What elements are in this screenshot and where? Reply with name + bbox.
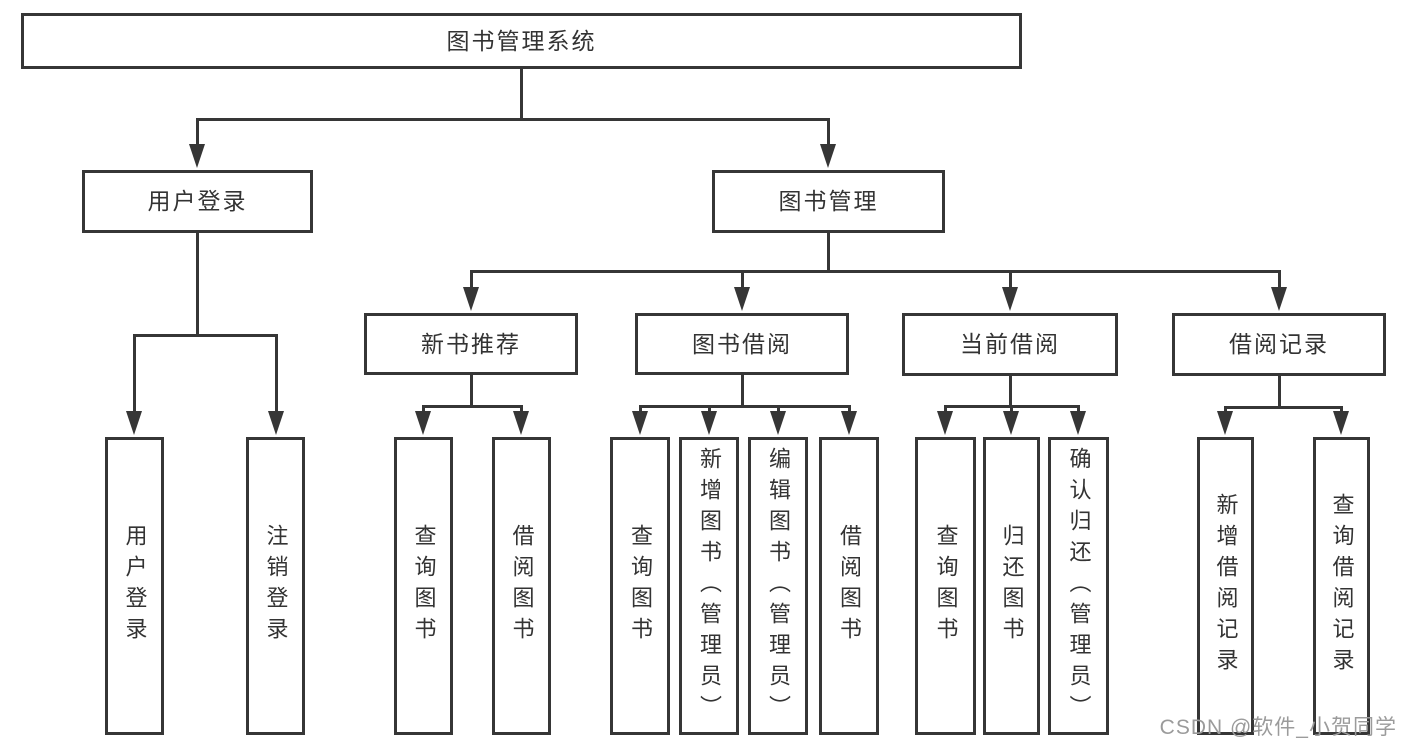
connector-line [195,231,199,337]
leaf-borrow-books-recommend: 借阅图书 [492,437,551,735]
node-label: 用户登录 [147,188,248,214]
connector-line [195,117,830,121]
node-label: 借阅记录 [1229,331,1329,357]
connector-line [1277,269,1281,295]
node-current-borrowing: 当前借阅 [902,313,1118,376]
leaf-confirm-return-admin: 确认归还（管理员） [1048,437,1109,735]
arrowhead-down-icon [770,411,786,435]
connector-line [469,373,473,408]
node-label: 图书管理 [778,188,879,214]
node-book-borrowing: 图书借阅 [635,313,849,375]
connector-line [469,269,1281,273]
connector-line [740,269,744,295]
connector-line [826,231,830,273]
node-label: 确认归还（管理员） [1066,446,1092,726]
connector-line [421,404,523,408]
arrowhead-down-icon [415,411,431,435]
arrowhead-down-icon [937,411,953,435]
node-new-book-recommendation: 新书推荐 [364,313,578,375]
node-label: 查询图书 [411,524,437,648]
connector-line [1008,269,1012,295]
node-label: 注销登录 [263,524,289,648]
node-label: 编辑图书（管理员） [766,446,791,726]
leaf-user-login: 用户登录 [105,437,164,735]
node-library-management-system: 图书管理系统 [21,13,1022,69]
node-label: 新增图书（管理员） [697,446,722,726]
arrowhead-down-icon [1002,287,1018,311]
arrowhead-down-icon [1070,411,1086,435]
arrowhead-down-icon [632,411,648,435]
connector-line [740,373,744,408]
arrowhead-down-icon [463,287,479,311]
leaf-query-borrowing-record: 查询借阅记录 [1313,437,1370,735]
node-label: 查询借阅记录 [1329,493,1355,679]
connector-line [1008,373,1012,408]
connector-line [1223,405,1343,409]
arrowhead-down-icon [513,411,529,435]
connector-line [274,333,278,419]
leaf-return-books: 归还图书 [983,437,1040,735]
arrowhead-down-icon [268,411,284,435]
leaf-add-books-admin: 新增图书（管理员） [679,437,739,735]
leaf-query-books-current: 查询图书 [915,437,976,735]
arrowhead-down-icon [1217,411,1233,435]
csdn-watermark: CSDN @软件_小贺同学 [1159,716,1397,739]
arrowhead-down-icon [1271,287,1287,311]
arrowhead-down-icon [1003,411,1019,435]
arrowhead-down-icon [126,411,142,435]
node-label: 借阅图书 [837,524,862,648]
node-label: 新书推荐 [421,330,521,357]
arrowhead-down-icon [701,411,717,435]
node-label: 查询图书 [628,524,653,648]
arrowhead-down-icon [1333,411,1349,435]
leaf-edit-books-admin: 编辑图书（管理员） [748,437,808,735]
node-label: 借阅图书 [509,524,535,648]
connector-line [638,404,851,408]
connector-line [826,117,830,152]
node-label: 新增借阅记录 [1213,493,1239,679]
node-label: 用户登录 [122,524,148,648]
leaf-query-books-recommend: 查询图书 [394,437,453,735]
arrowhead-down-icon [841,411,857,435]
node-label: 查询图书 [933,524,959,648]
connector-line [469,269,473,295]
node-user-login: 用户登录 [82,170,313,233]
leaf-borrow-books: 借阅图书 [819,437,879,735]
arrowhead-down-icon [189,144,205,168]
leaf-logout: 注销登录 [246,437,305,735]
node-label: 归还图书 [999,524,1025,648]
node-borrowing-records: 借阅记录 [1172,313,1386,376]
leaf-add-borrowing-record: 新增借阅记录 [1197,437,1254,735]
connector-line [132,333,136,419]
node-book-management: 图书管理 [712,170,945,233]
node-label: 图书管理系统 [446,27,597,54]
leaf-query-books-borrow: 查询图书 [610,437,670,735]
arrowhead-down-icon [820,144,836,168]
connector-line [1277,373,1281,409]
node-label: 图书借阅 [692,330,792,357]
connector-line [195,117,199,152]
arrowhead-down-icon [734,287,750,311]
node-label: 当前借阅 [960,331,1060,357]
connector-line [519,67,523,121]
connector-line [132,333,278,337]
